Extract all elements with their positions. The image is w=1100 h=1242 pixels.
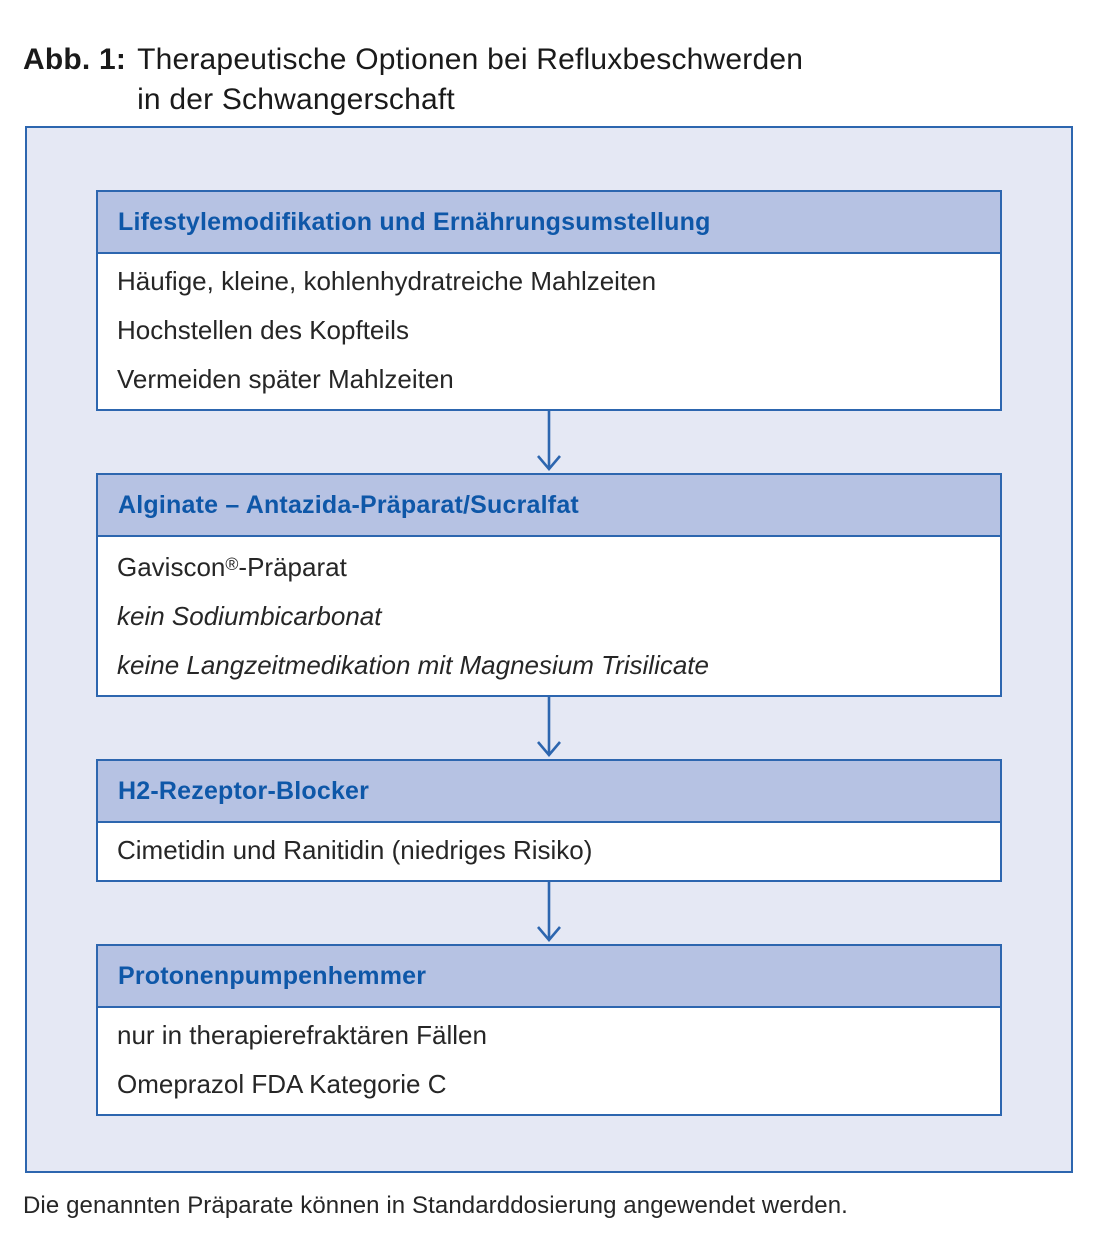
figure-title-line1: Therapeutische Optionen bei Refluxbeschw… xyxy=(137,43,804,76)
flowchart-box-line: Omeprazol FDA Kategorie C xyxy=(117,1069,447,1099)
flowchart-box: Alginate – Antazida-Präparat/Sucralfat G… xyxy=(96,473,1002,697)
down-arrow-icon xyxy=(537,411,561,472)
flowchart-box-line: Häufige, kleine, kohlenhydratreiche Mahl… xyxy=(117,266,657,296)
flowchart-box-body: Cimetidin und Ranitidin (niedriges Risik… xyxy=(98,823,1000,880)
flowchart-box-title: Protonenpumpenhemmer xyxy=(98,946,1000,1008)
flowchart-box-line: Hochstellen des Kopfteils xyxy=(117,315,409,345)
flowchart-box-title: Alginate – Antazida-Präparat/Sucralfat xyxy=(98,475,1000,537)
flow-arrow xyxy=(27,882,1071,944)
flowchart-box-body: Gaviscon®-Präparat kein Sodiumbicarbonat k… xyxy=(98,537,1000,695)
flow-arrow xyxy=(27,411,1071,473)
flowchart-box: H2-Rezeptor-Blocker Cimetidin und Raniti… xyxy=(96,759,1002,882)
flowchart-box-title: H2-Rezeptor-Blocker xyxy=(98,761,1000,823)
flowchart-box: Lifestylemodifikation und Ernährungsumst… xyxy=(96,190,1002,411)
flowchart-box-line: Cimetidin und Ranitidin (niedriges Risik… xyxy=(117,835,593,865)
flowchart-box-line: kein Sodiumbicarbonat xyxy=(117,601,382,631)
figure-title: Therapeutische Optionen bei Refluxbeschw… xyxy=(137,40,803,120)
flowchart-box-line: Vermeiden später Mahlzeiten xyxy=(117,364,454,394)
figure-label: Abb. 1: xyxy=(23,43,127,76)
flowchart-box-line: keine Langzeitmedikation mit Magnesium T… xyxy=(117,650,709,680)
figure-title-line2: in der Schwangerschaft xyxy=(137,83,455,116)
flowchart-box-line: nur in therapierefraktären Fällen xyxy=(117,1020,487,1050)
flowchart-box-line: Gaviscon®-Präparat xyxy=(117,552,347,582)
flowchart-box: Protonenpumpenhemmer nur in therapierefr… xyxy=(96,944,1002,1116)
flow-arrow xyxy=(27,697,1071,759)
figure-footnote: Die genannten Präparate können in Standa… xyxy=(23,1192,848,1219)
flowchart-box-body: Häufige, kleine, kohlenhydratreiche Mahl… xyxy=(98,254,1000,409)
figure-caption: Abb. 1: Therapeutische Optionen bei Refl… xyxy=(23,40,803,120)
flowchart-panel: Lifestylemodifikation und Ernährungsumst… xyxy=(25,126,1073,1173)
down-arrow-icon xyxy=(537,882,561,943)
registered-trademark-symbol: ® xyxy=(225,554,239,574)
down-arrow-icon xyxy=(537,697,561,758)
flowchart-box-title: Lifestylemodifikation und Ernährungsumst… xyxy=(98,192,1000,254)
